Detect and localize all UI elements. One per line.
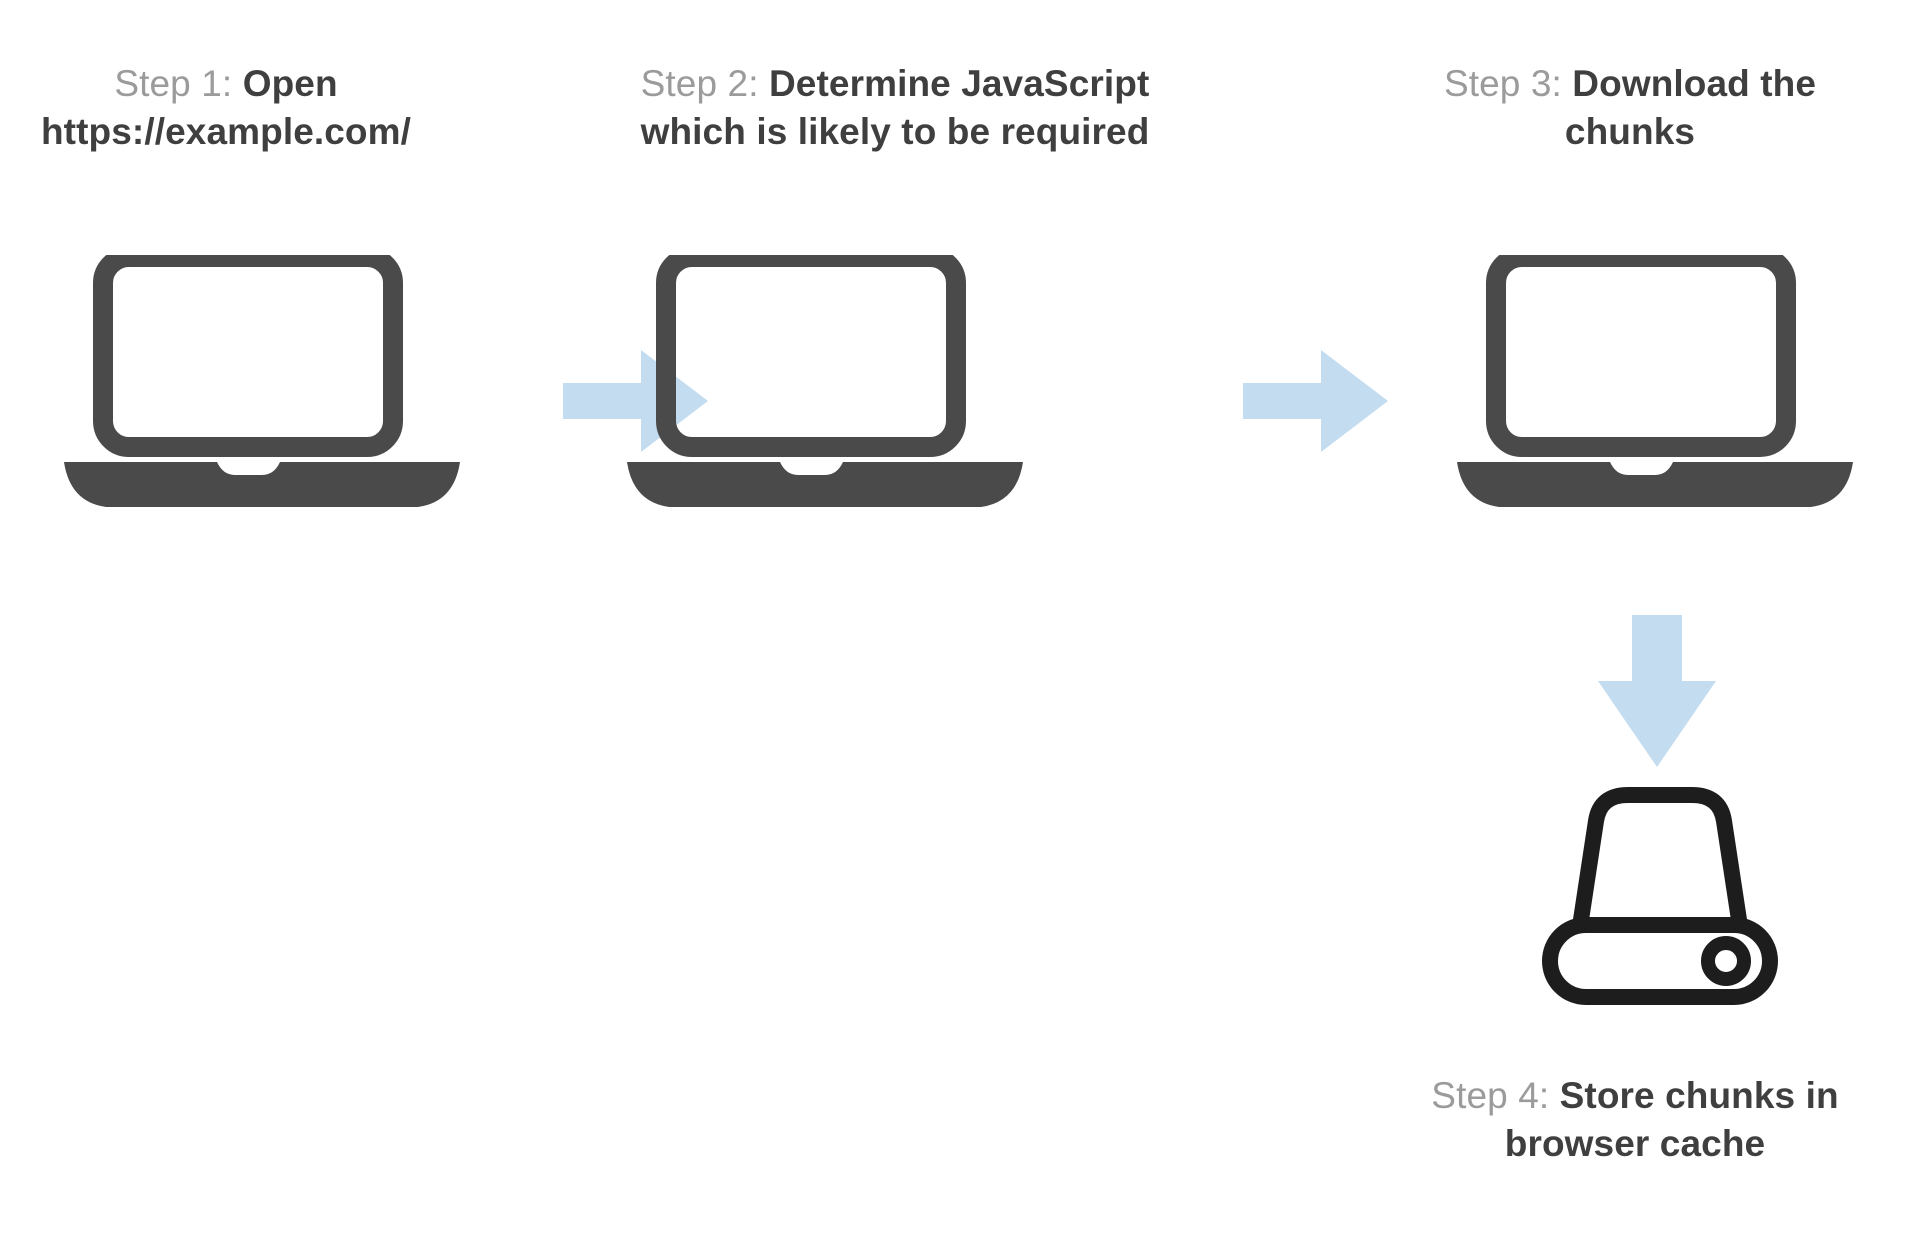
step-2-caption: Step 2: Determine JavaScript which is li… bbox=[600, 60, 1190, 156]
hard-drive-icon bbox=[1540, 785, 1780, 1005]
step-2-text: Determine JavaScript which is likely to … bbox=[640, 63, 1150, 153]
step-3-prefix: Step 3: bbox=[1443, 63, 1573, 104]
laptop-icon bbox=[1455, 255, 1855, 515]
laptop-icon bbox=[625, 255, 1025, 515]
step-1-prefix: Step 1: bbox=[114, 63, 243, 104]
step-4-caption: Step 4: Store chunks in browser cache bbox=[1400, 1072, 1870, 1168]
step-1-text: Open https://example.com/ bbox=[40, 63, 412, 153]
step-4-text: Store chunks in browser cache bbox=[1504, 1075, 1839, 1165]
step-4-prefix: Step 4: bbox=[1431, 1075, 1560, 1116]
step-3-caption: Step 3: Download the chunks bbox=[1395, 60, 1865, 156]
laptop-icon bbox=[62, 255, 462, 515]
arrow-down-icon bbox=[1598, 615, 1716, 767]
arrow-right-icon bbox=[1243, 350, 1388, 452]
step-3-text: Download the chunks bbox=[1564, 63, 1817, 153]
step-2-prefix: Step 2: bbox=[640, 63, 769, 104]
step-1-caption: Step 1: Open https://example.com/ bbox=[16, 60, 436, 156]
